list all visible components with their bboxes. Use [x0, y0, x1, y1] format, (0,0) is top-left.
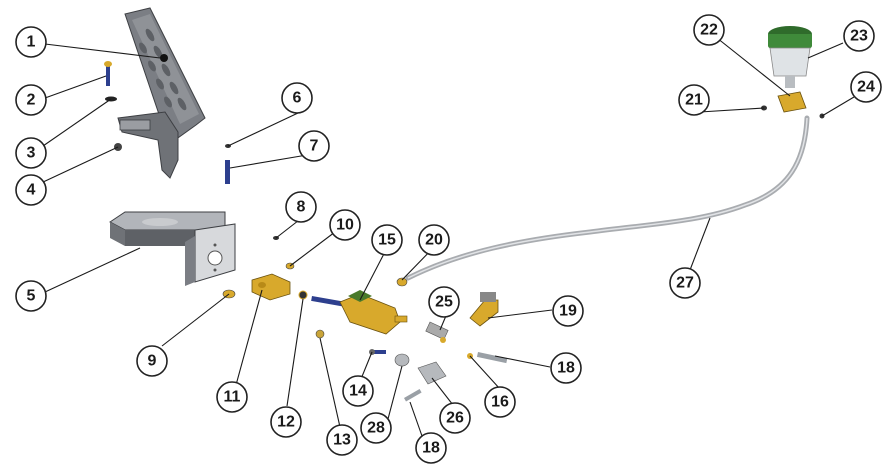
- svg-text:8: 8: [297, 199, 306, 216]
- svg-text:18: 18: [422, 440, 440, 457]
- svg-text:25: 25: [435, 294, 453, 311]
- callout-8: 8: [285, 191, 317, 223]
- callout-19: 19: [552, 295, 584, 327]
- svg-text:20: 20: [425, 232, 443, 249]
- callout-22: 22: [693, 14, 725, 46]
- callout-27: 27: [669, 267, 701, 299]
- callout-18-bottom: 18: [415, 432, 447, 464]
- callout-7: 7: [298, 130, 330, 162]
- svg-text:13: 13: [333, 432, 351, 449]
- svg-text:22: 22: [700, 22, 718, 39]
- reservoir-bracket: [761, 91, 825, 119]
- callout-6: 6: [281, 82, 313, 114]
- svg-text:2: 2: [27, 92, 36, 109]
- callout-26: 26: [439, 402, 471, 434]
- callout-10: 10: [329, 209, 361, 241]
- callouts: 1 2 3 4 5 6 7 8 9 10 11 12 13 14 15 16 1…: [15, 14, 882, 464]
- mounting-bracket: [109, 211, 236, 286]
- callout-14: 14: [342, 375, 374, 407]
- svg-text:10: 10: [336, 217, 354, 234]
- svg-text:18: 18: [557, 360, 575, 377]
- callout-5: 5: [15, 280, 47, 312]
- svg-text:1: 1: [27, 34, 36, 51]
- svg-text:11: 11: [224, 389, 241, 406]
- svg-text:23: 23: [850, 28, 868, 45]
- pedal-assembly: [117, 7, 206, 179]
- callout-1: 1: [15, 26, 47, 58]
- svg-text:7: 7: [310, 138, 319, 155]
- svg-text:28: 28: [367, 420, 385, 437]
- callout-3: 3: [15, 137, 47, 169]
- callout-15: 15: [371, 224, 403, 256]
- svg-text:26: 26: [446, 410, 464, 427]
- svg-text:27: 27: [676, 275, 694, 292]
- svg-text:24: 24: [857, 79, 875, 96]
- svg-text:6: 6: [293, 90, 302, 107]
- fluid-reservoir: [768, 26, 812, 88]
- svg-text:19: 19: [559, 303, 577, 320]
- callout-2: 2: [15, 84, 47, 116]
- callout-23: 23: [843, 20, 875, 52]
- clevis-block: [251, 273, 291, 301]
- callout-28: 28: [360, 412, 392, 444]
- svg-text:9: 9: [148, 353, 157, 370]
- svg-text:15: 15: [378, 232, 396, 249]
- svg-text:12: 12: [277, 414, 295, 431]
- svg-text:3: 3: [27, 145, 36, 162]
- master-cylinder-group: [222, 236, 508, 402]
- callout-18-right: 18: [550, 352, 582, 384]
- callout-11: 11: [216, 381, 248, 413]
- svg-text:14: 14: [349, 383, 367, 400]
- svg-text:4: 4: [27, 182, 36, 199]
- pedal-grip-slots: [139, 28, 187, 111]
- svg-text:21: 21: [685, 92, 703, 109]
- callout-12: 12: [270, 406, 302, 438]
- callout-24: 24: [850, 71, 882, 103]
- master-cylinder: [339, 293, 401, 335]
- callout-13: 13: [326, 424, 358, 456]
- svg-text:5: 5: [27, 288, 36, 305]
- callout-21: 21: [678, 84, 710, 116]
- callout-16: 16: [484, 386, 516, 418]
- callout-20: 20: [418, 224, 450, 256]
- svg-text:16: 16: [491, 394, 509, 411]
- callout-25: 25: [428, 286, 460, 318]
- callout-9: 9: [136, 345, 168, 377]
- callout-4: 4: [15, 174, 47, 206]
